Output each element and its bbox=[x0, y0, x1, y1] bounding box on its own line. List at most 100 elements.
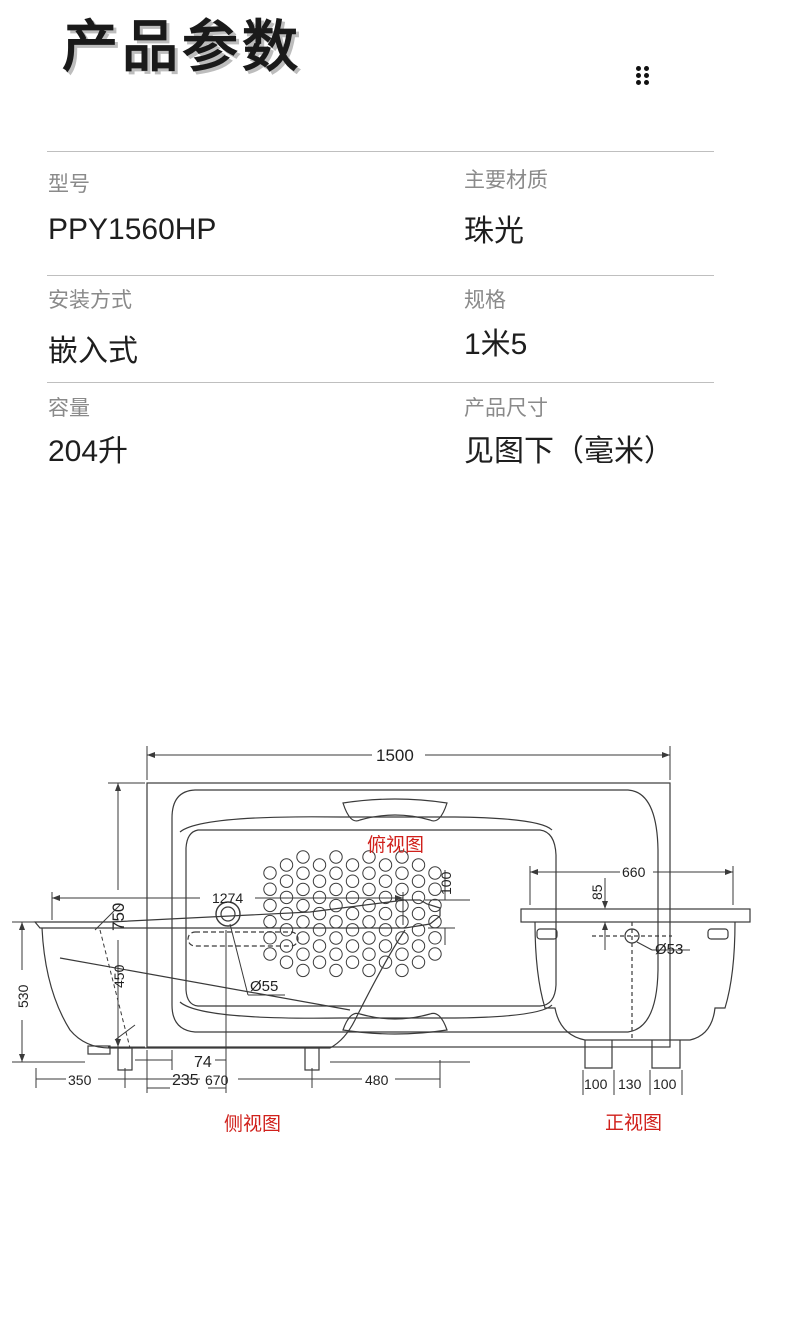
anti-slip-dot bbox=[263, 947, 277, 961]
anti-slip-dot bbox=[428, 931, 442, 945]
anti-slip-dot bbox=[312, 939, 327, 953]
page-title: 产品参数 bbox=[62, 15, 302, 80]
foot-left-dimension: 350 bbox=[68, 1072, 92, 1088]
anti-slip-dot bbox=[395, 898, 409, 913]
anti-slip-dot bbox=[345, 923, 360, 937]
anti-slip-dot bbox=[263, 882, 277, 896]
anti-slip-dot bbox=[329, 882, 343, 897]
spec-label: 规格 bbox=[464, 288, 506, 312]
drain-diameter-label: Ø55 bbox=[250, 978, 278, 995]
spec-value: 见图下（毫米） bbox=[464, 435, 674, 468]
overflow-diameter-label: Ø53 bbox=[655, 941, 683, 958]
anti-slip-dot bbox=[362, 963, 376, 978]
divider bbox=[47, 151, 714, 152]
side-view-caption: 侧视图 bbox=[224, 1113, 282, 1135]
anti-slip-dot bbox=[329, 947, 343, 961]
anti-slip-dot bbox=[411, 874, 426, 888]
anti-slip-dot bbox=[329, 850, 343, 864]
anti-slip-dot bbox=[411, 890, 426, 905]
anti-slip-dot bbox=[279, 890, 294, 905]
anti-slip-dot bbox=[411, 955, 426, 969]
anti-slip-dot bbox=[428, 882, 442, 896]
anti-slip-dot bbox=[279, 858, 294, 872]
anti-slip-dot bbox=[395, 963, 409, 978]
overflow-height-dimension: 85 bbox=[589, 884, 605, 900]
spec-value: 嵌入式 bbox=[48, 335, 138, 368]
anti-slip-dot bbox=[362, 947, 376, 961]
anti-slip-dot bbox=[329, 866, 343, 880]
spec-label: 主要材质 bbox=[464, 168, 548, 192]
anti-slip-dot bbox=[345, 955, 360, 969]
anti-slip-dot bbox=[428, 866, 442, 880]
spec-dimensions: 产品尺寸 见图下（毫米） bbox=[464, 398, 674, 467]
anti-slip-dot bbox=[263, 898, 277, 913]
spec-label: 容量 bbox=[48, 396, 90, 420]
side-view-drawing: 1274 100 530 450 600 350 670 480 bbox=[12, 870, 470, 1088]
anti-slip-dot bbox=[312, 923, 327, 937]
spec-value: 1米5 bbox=[464, 328, 528, 361]
anti-slip-dot bbox=[362, 931, 376, 945]
anti-slip-dot bbox=[411, 858, 426, 872]
anti-slip-dot bbox=[395, 931, 409, 945]
top-view-drawing: Ø55 1500 750 74 235 bbox=[108, 746, 671, 1093]
anti-slip-dot bbox=[411, 939, 426, 953]
anti-slip-dot bbox=[395, 882, 409, 897]
anti-slip-dot bbox=[395, 850, 409, 864]
anti-slip-dot bbox=[345, 890, 360, 905]
anti-slip-dot bbox=[428, 898, 442, 913]
anti-slip-dot bbox=[345, 906, 360, 921]
divider bbox=[47, 382, 714, 383]
drain-offset-outer: 235 bbox=[172, 1072, 199, 1089]
anti-slip-dot bbox=[395, 866, 409, 880]
spec-capacity: 容量 204升 bbox=[48, 398, 128, 467]
foot-dimension-middle: 130 bbox=[618, 1076, 642, 1092]
anti-slip-dot bbox=[296, 866, 310, 880]
inner-depth-dimension: 450 bbox=[111, 964, 127, 988]
anti-slip-dot bbox=[312, 890, 327, 905]
foot-dimension-left: 100 bbox=[584, 1076, 608, 1092]
anti-slip-dot bbox=[263, 866, 277, 880]
anti-slip-dot bbox=[312, 906, 327, 921]
anti-slip-dot bbox=[296, 947, 310, 961]
height-total-dimension: 530 bbox=[15, 984, 31, 1008]
spec-material: 主要材质 珠光 bbox=[464, 170, 548, 247]
anti-slip-dot bbox=[312, 955, 327, 969]
anti-slip-dot bbox=[296, 963, 310, 978]
anti-slip-dot bbox=[411, 923, 426, 937]
anti-slip-dot bbox=[329, 931, 343, 945]
anti-slip-dot bbox=[362, 866, 376, 880]
anti-slip-dot bbox=[296, 882, 310, 897]
inner-length-dimension: 1274 bbox=[212, 890, 243, 906]
anti-slip-dot bbox=[296, 931, 310, 945]
anti-slip-dot bbox=[378, 955, 393, 969]
anti-slip-dot bbox=[378, 858, 393, 872]
anti-slip-dot bbox=[395, 947, 409, 961]
spec-label: 产品尺寸 bbox=[464, 396, 548, 420]
anti-slip-dot bbox=[378, 906, 393, 921]
spec-size: 规格 1米5 bbox=[464, 290, 527, 360]
anti-slip-dot bbox=[428, 947, 442, 961]
anti-slip-dot bbox=[345, 874, 360, 888]
anti-slip-dot bbox=[378, 923, 393, 937]
top-view-caption: 俯视图 bbox=[367, 834, 425, 856]
drain-offset-inner: 74 bbox=[194, 1054, 212, 1071]
anti-slip-dot bbox=[362, 882, 376, 897]
divider bbox=[47, 275, 714, 276]
spec-label: 型号 bbox=[48, 172, 90, 196]
anti-slip-dot bbox=[378, 874, 393, 888]
length-dimension: 1500 bbox=[376, 746, 414, 765]
anti-slip-dot bbox=[296, 850, 310, 864]
spec-value: PPY1560HP bbox=[48, 213, 217, 246]
spec-label: 安装方式 bbox=[48, 288, 132, 312]
foot-right-dimension: 480 bbox=[365, 1072, 389, 1088]
dots-grid-icon[interactable] bbox=[636, 66, 654, 88]
anti-slip-dot bbox=[329, 963, 343, 978]
rim-step-dimension: 100 bbox=[438, 871, 454, 895]
anti-slip-dot bbox=[345, 939, 360, 953]
anti-slip-dot bbox=[378, 939, 393, 953]
width-dimension: 750 bbox=[109, 903, 128, 931]
front-view-caption: 正视图 bbox=[605, 1112, 663, 1134]
anti-slip-dot bbox=[312, 874, 327, 888]
anti-slip-dot bbox=[411, 906, 426, 921]
foot-span-dimension: 670 bbox=[205, 1072, 229, 1088]
